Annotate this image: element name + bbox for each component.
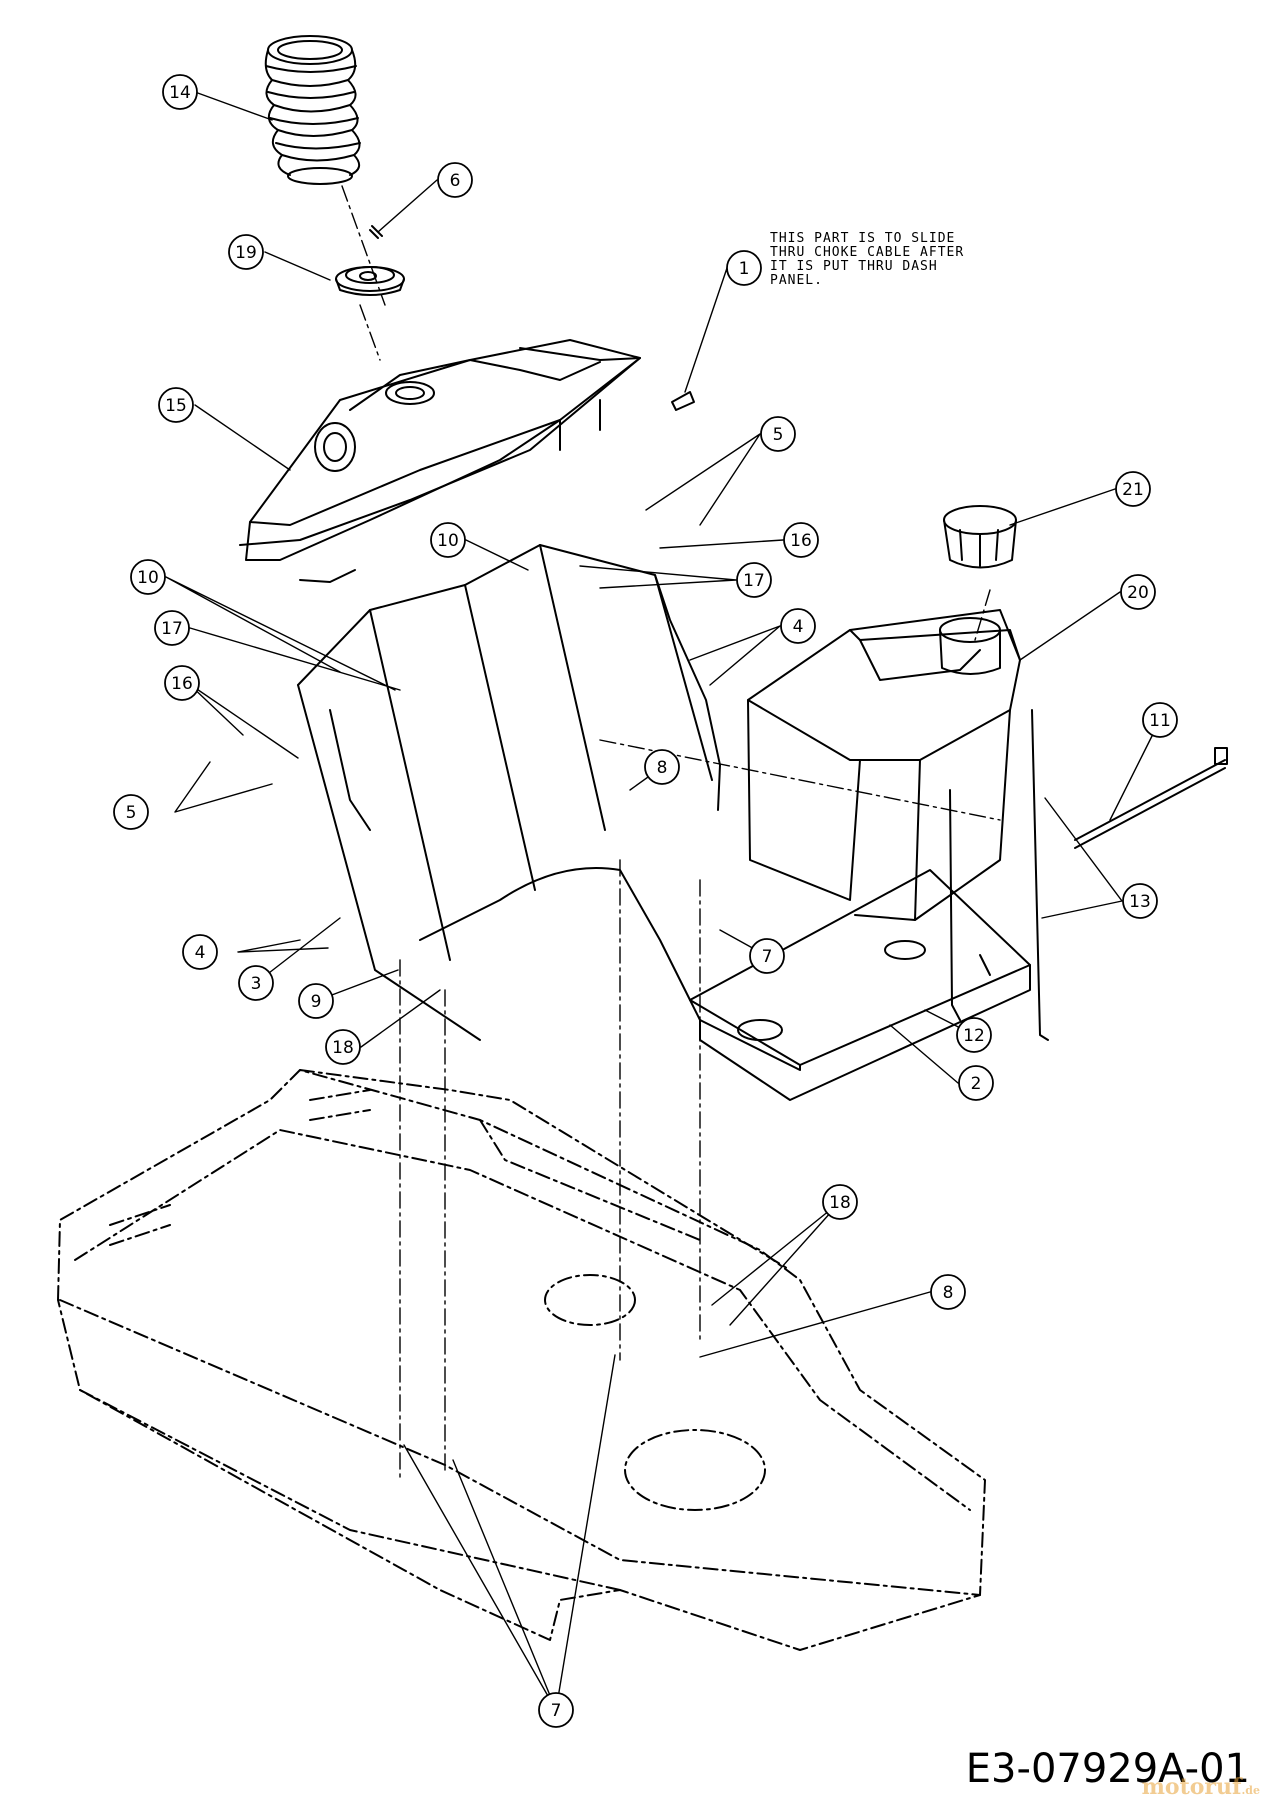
tank-straps [949,709,1049,1041]
fuel-cap [943,505,1017,569]
callout-3: 3 [238,965,274,1001]
callout-10a: 10 [430,522,466,558]
svg-text:15: 15 [165,396,187,416]
svg-text:19: 19 [235,243,257,263]
svg-text:2: 2 [971,1074,982,1094]
callout-4b: 4 [182,934,218,970]
svg-text:1: 1 [739,259,750,279]
callout-7a: 7 [749,938,785,974]
svg-text:5: 5 [773,425,784,445]
note-line-2: THRU CHOKE CABLE AFTER [770,245,964,260]
callout-12: 12 [956,1017,992,1053]
small-screw [369,225,383,239]
callout-18b: 18 [822,1184,858,1220]
callout-2: 2 [958,1065,994,1101]
callout-10b: 10 [130,559,166,595]
svg-text:13: 13 [1129,892,1151,912]
callout-11: 11 [1142,702,1178,738]
svg-text:18: 18 [829,1193,851,1213]
bellows-boot [264,35,361,185]
note-line-3: IT IS PUT THRU DASH [770,259,938,274]
callout-7b: 7 [538,1692,574,1728]
callout-20: 20 [1120,574,1156,610]
svg-text:8: 8 [657,758,668,778]
callout-16b: 16 [164,665,200,701]
svg-text:21: 21 [1122,480,1144,500]
callout-14: 14 [162,74,198,110]
grommet [335,266,405,296]
dash-mounting-panel [297,544,721,1041]
callouts: 14 6 19 1 15 5 21 10 16 17 10 20 17 4 16… [113,74,1178,1728]
watermark-brand: motoruf [1141,1774,1242,1800]
cable-tie [1074,747,1228,849]
svg-text:7: 7 [551,1701,562,1721]
svg-text:11: 11 [1149,711,1171,731]
svg-text:4: 4 [195,943,206,963]
mower-frame [57,1069,986,1651]
callout-5a: 5 [760,416,796,452]
callout-8a: 8 [644,749,680,785]
callout-19: 19 [228,234,264,270]
note-line-4: PANEL. [770,273,823,288]
callout-15: 15 [158,387,194,423]
callout-1: 1 [726,250,762,286]
svg-text:16: 16 [171,674,193,694]
callout-13: 13 [1122,883,1158,919]
watermark-suffix: .de [1241,1784,1260,1797]
assembly-note: THIS PART IS TO SLIDE THRU CHOKE CABLE A… [770,231,964,288]
callout-8b: 8 [930,1274,966,1310]
callout-17a: 17 [736,562,772,598]
svg-text:7: 7 [762,947,773,967]
svg-text:16: 16 [790,531,812,551]
callout-16a: 16 [783,522,819,558]
callout-6: 6 [437,162,473,198]
svg-text:8: 8 [943,1283,954,1303]
note-line-1: THIS PART IS TO SLIDE [770,231,955,246]
leader-lines [165,91,1161,1711]
svg-text:12: 12 [963,1026,985,1046]
choke-insert [671,391,695,411]
callout-18a: 18 [325,1029,361,1065]
fuel-tank [747,609,1021,921]
watermark-logo: motoruf.de [1142,1774,1260,1800]
svg-text:9: 9 [311,992,322,1012]
svg-text:10: 10 [137,568,159,588]
svg-text:5: 5 [126,803,137,823]
callout-9: 9 [298,983,334,1019]
svg-text:6: 6 [450,171,461,191]
callout-5b: 5 [113,794,149,830]
svg-text:3: 3 [251,974,262,994]
svg-text:10: 10 [437,531,459,551]
callout-21: 21 [1115,471,1151,507]
callout-17b: 17 [154,610,190,646]
drawing-number: E3-07929A-01 [965,1746,1250,1792]
svg-text:14: 14 [169,83,191,103]
svg-text:17: 17 [743,571,765,591]
dash-panel [239,339,641,583]
callout-4a: 4 [780,608,816,644]
assembly-lines [341,185,1001,1481]
svg-text:20: 20 [1127,583,1149,603]
svg-text:18: 18 [332,1038,354,1058]
svg-text:17: 17 [161,619,183,639]
svg-text:4: 4 [793,617,804,637]
